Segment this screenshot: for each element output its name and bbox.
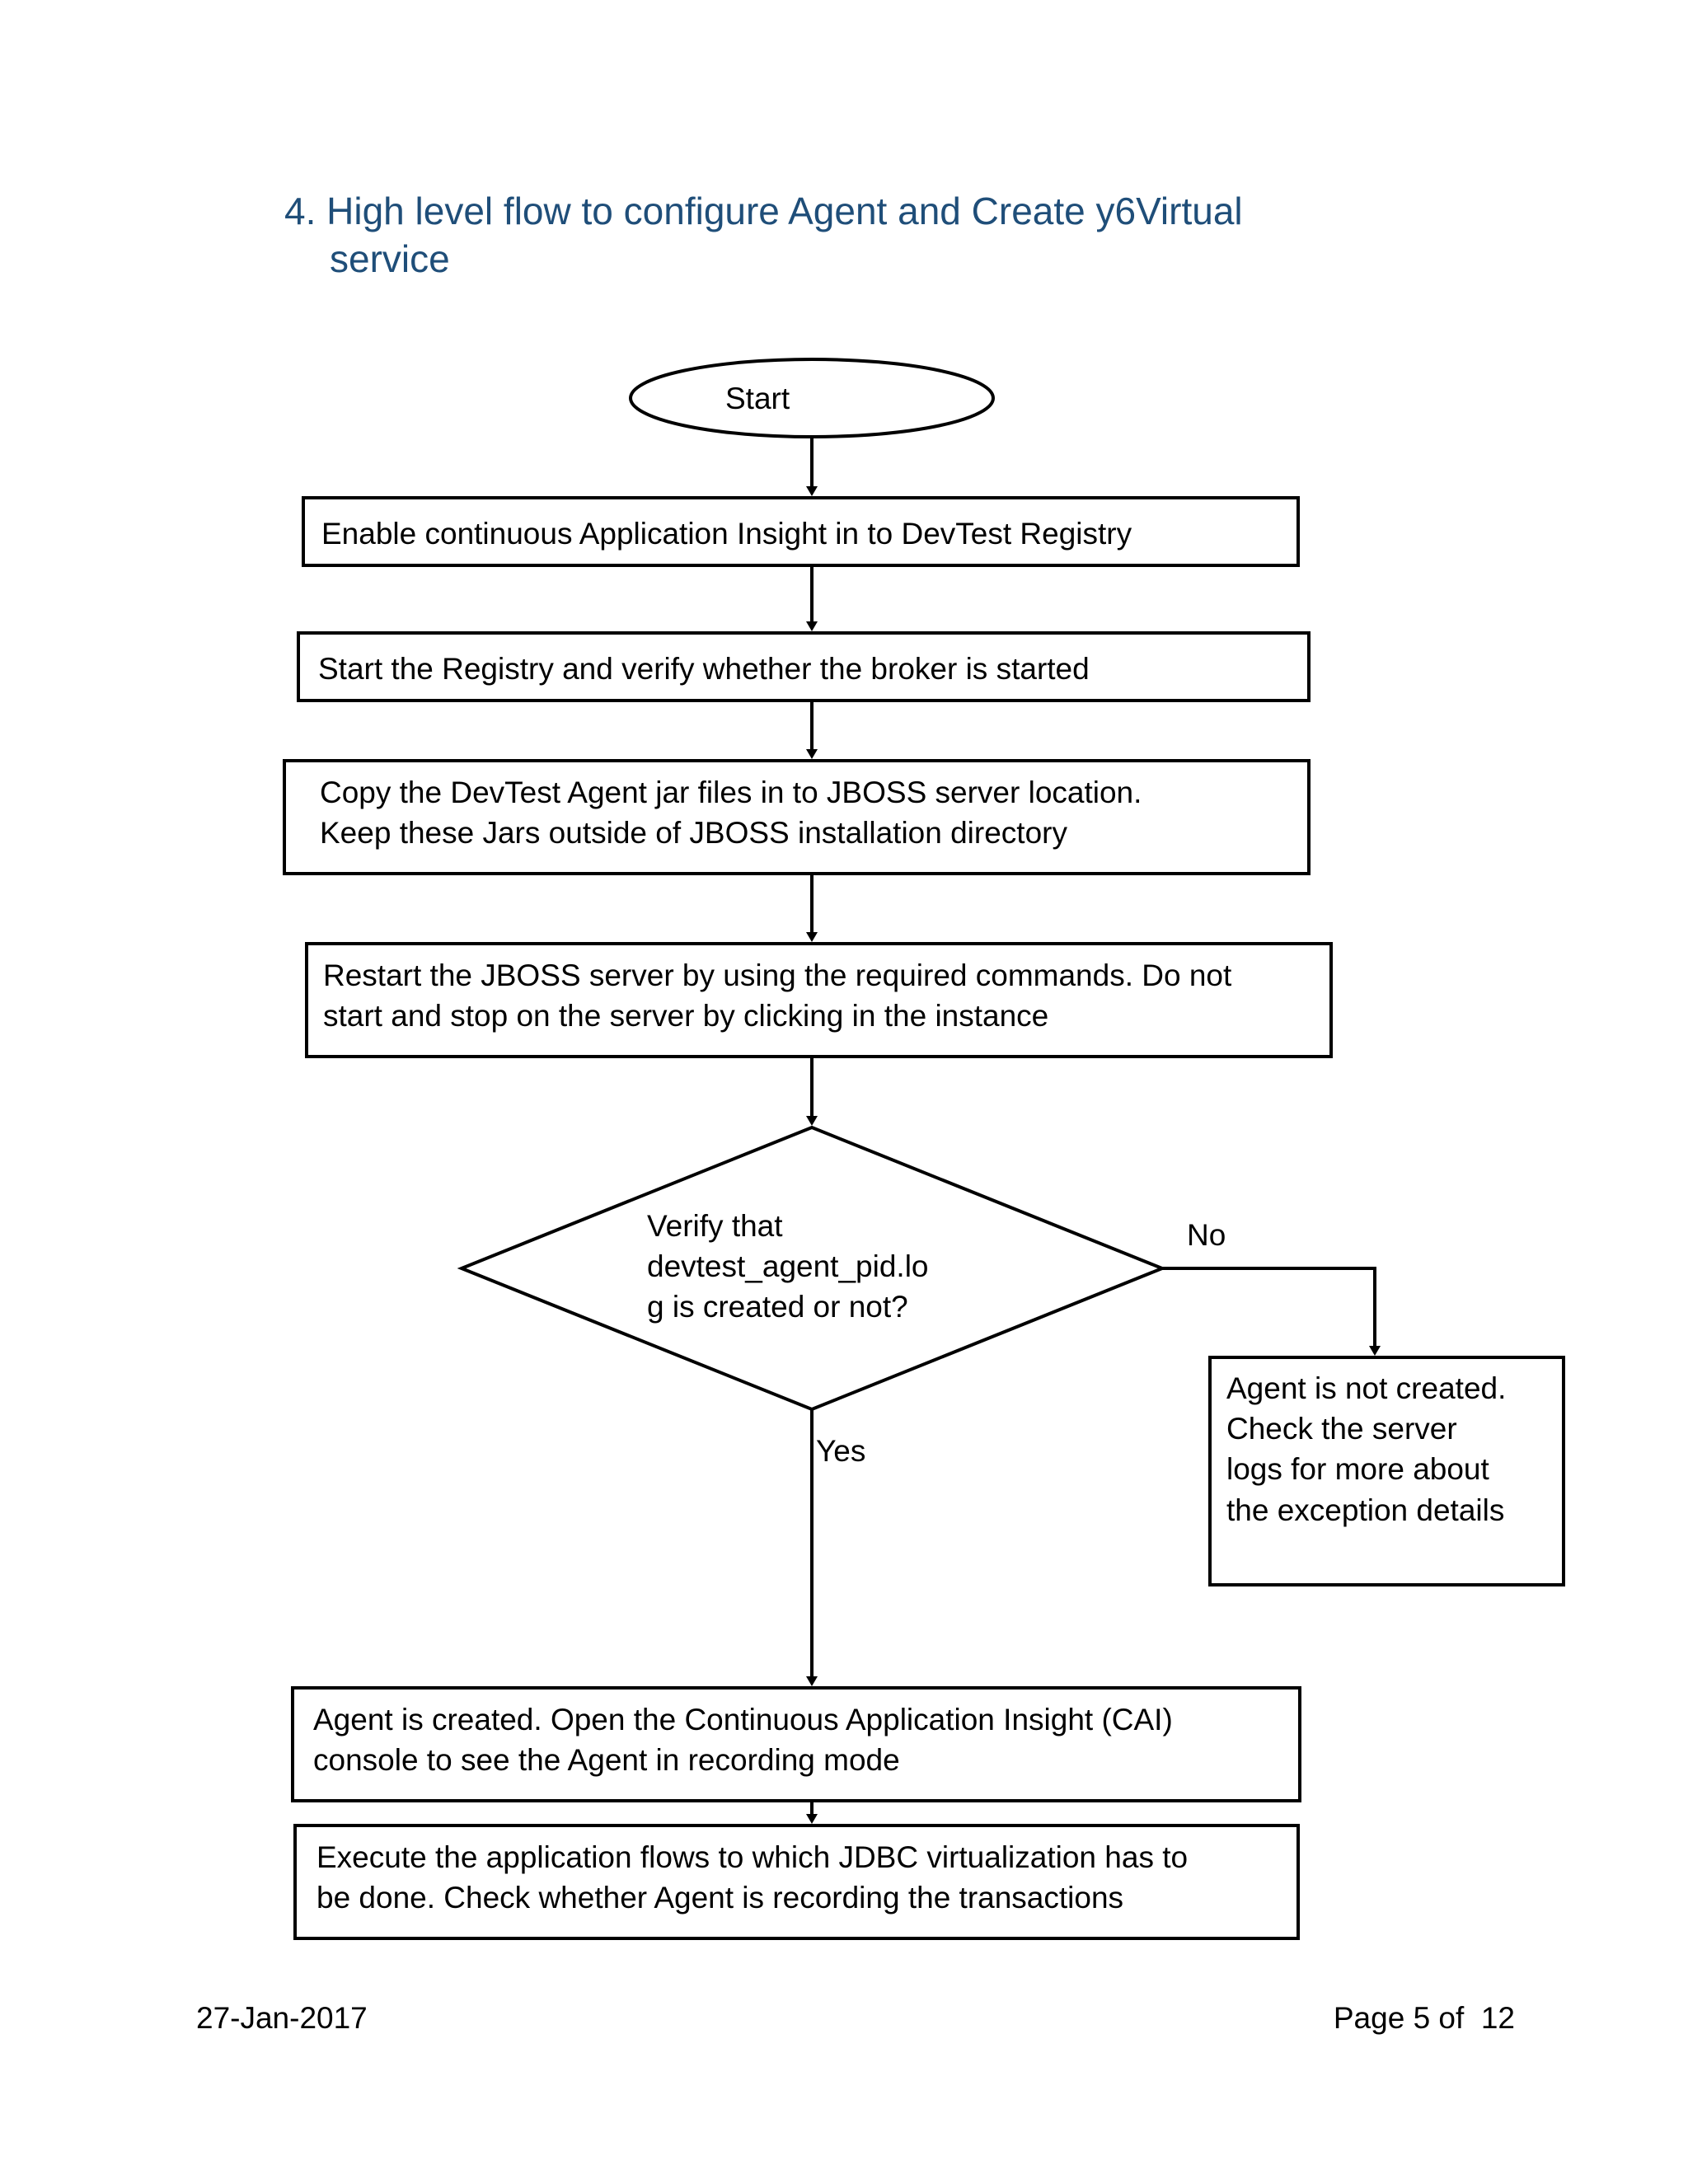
- footer-page-number: Page 5 of 12: [1333, 2001, 1515, 2035]
- process-node-start-registry-label: Start the Registry and verify whether th…: [318, 652, 1090, 686]
- page-title-line1: 4.: [284, 190, 316, 232]
- process-node-copy-jars-label: Copy the DevTest Agent jar files in to J…: [320, 776, 1142, 851]
- connector-decision-no: [1162, 1267, 1381, 1356]
- process-node-agent-not-created-label: Agent is not created. Check the server l…: [1226, 1371, 1507, 1527]
- page-title-line2: service: [330, 237, 450, 280]
- decision-node-verify-pid-log-label: Verify that devtest_agent_pid.lo g is cr…: [647, 1209, 929, 1324]
- process-node-enable-registry-label: Enable continuous Application Insight in…: [321, 517, 1132, 551]
- page-title-text: High level flow to configure Agent and C…: [326, 190, 1243, 232]
- process-node-execute-flows-label: Execute the application flows to which J…: [316, 1840, 1189, 1915]
- page-title: 4. High level flow to configure Agent an…: [284, 188, 1455, 284]
- footer-date: 27-Jan-2017: [196, 2001, 368, 2035]
- start-node-label: Start: [725, 382, 790, 415]
- branch-label-yes: Yes: [816, 1434, 866, 1468]
- process-node-agent-created-label: Agent is created. Open the Continuous Ap…: [313, 1703, 1173, 1778]
- branch-label-no: No: [1187, 1218, 1226, 1252]
- process-node-restart-jboss-label: Restart the JBOSS server by using the re…: [323, 958, 1232, 1033]
